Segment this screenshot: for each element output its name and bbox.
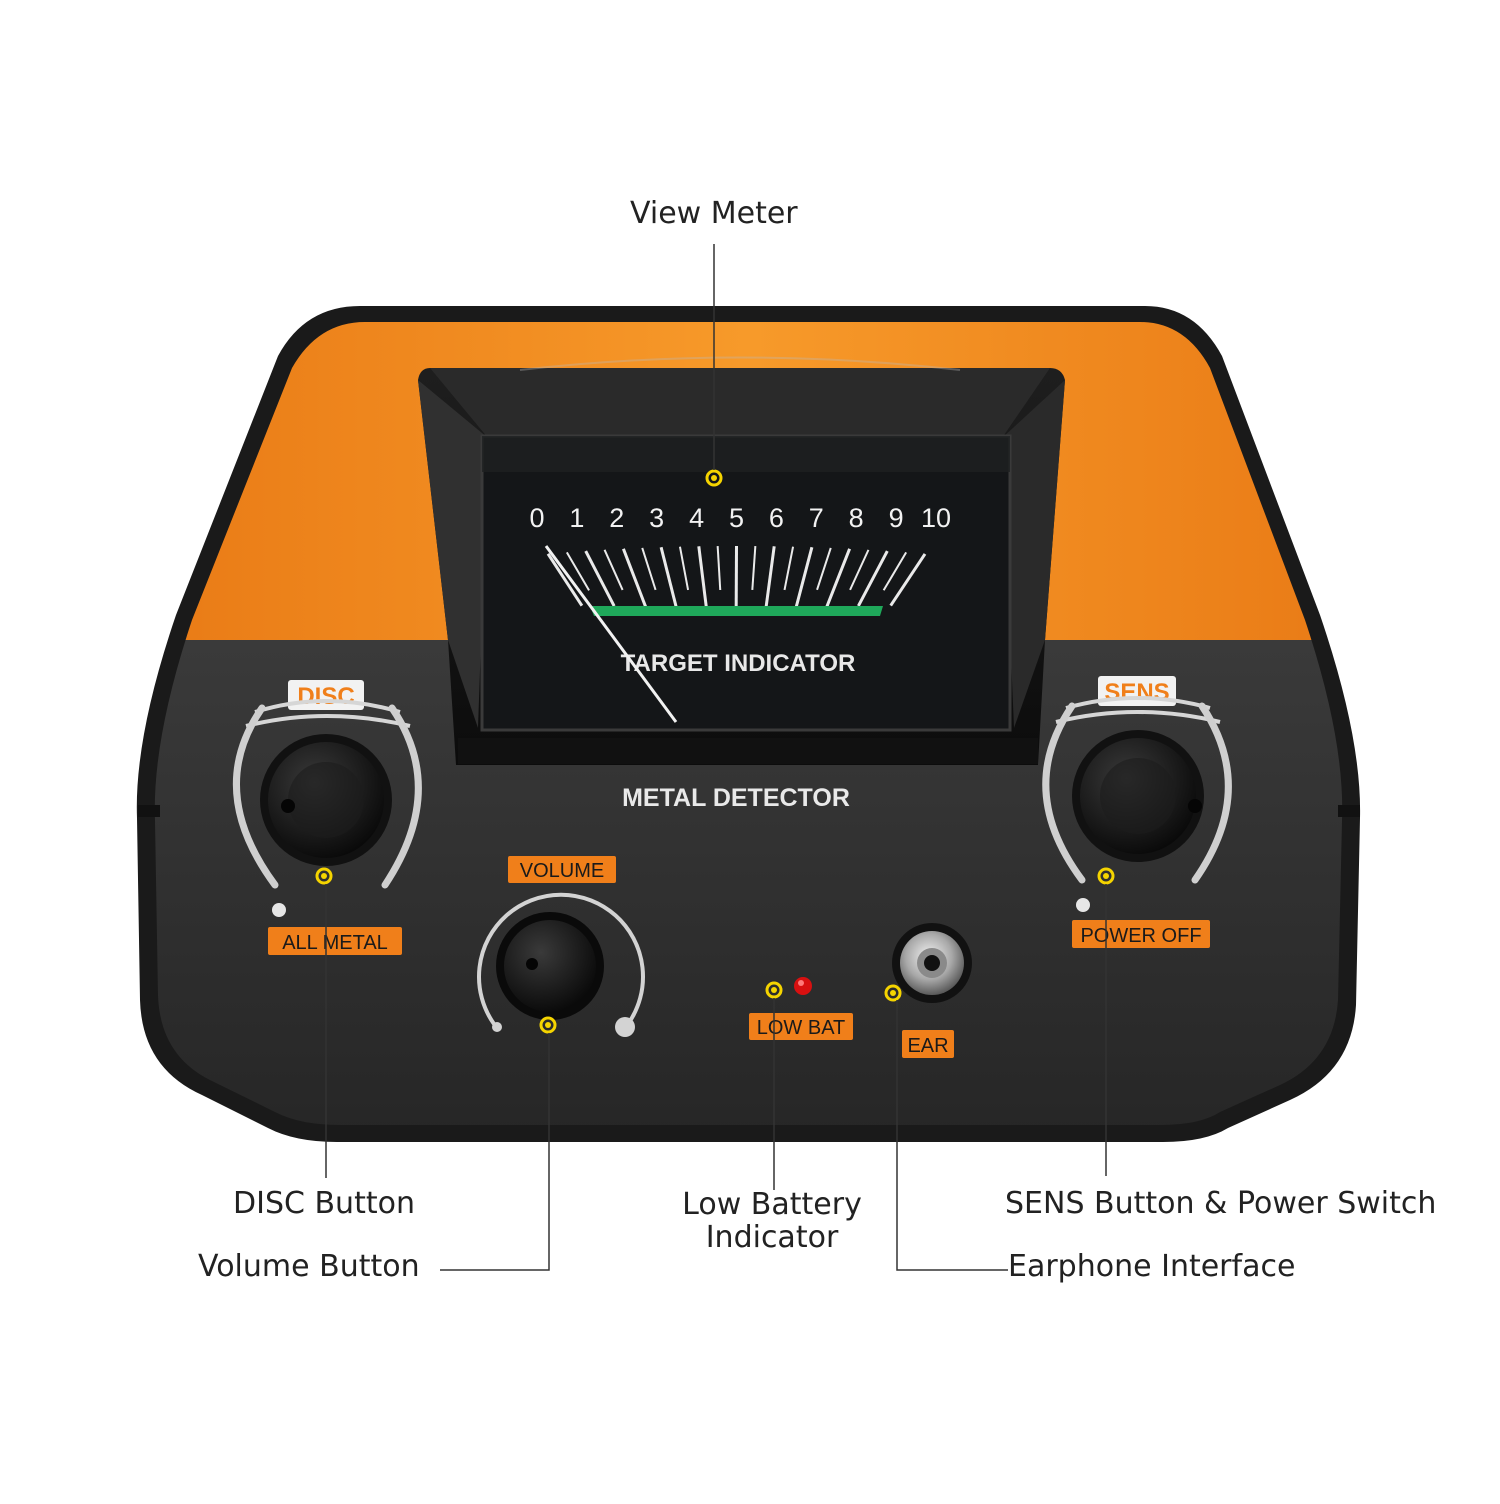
meter-label: TARGET INDICATOR [621, 650, 856, 677]
brand-text: METAL DETECTOR [622, 784, 850, 812]
meter-number-10: 10 [921, 503, 951, 533]
meter-number-9: 9 [889, 503, 904, 533]
callout-low-battery: Low Battery Indicator [672, 1188, 872, 1254]
volume-label: VOLUME [520, 860, 604, 882]
meter-number-7: 7 [809, 503, 824, 533]
meter-green-band [590, 606, 883, 616]
meter-number-8: 8 [849, 503, 864, 533]
low-bat-label: LOW BAT [757, 1017, 846, 1039]
callout-earphone: Earphone Interface [1008, 1249, 1295, 1284]
meter-number-1: 1 [569, 503, 584, 533]
ear-label: EAR [907, 1035, 948, 1057]
meter-number-4: 4 [689, 503, 704, 533]
power-off-label: POWER OFF [1080, 925, 1201, 947]
callout-low-battery-line1: Low Battery [672, 1188, 872, 1221]
callout-view-meter: View Meter [630, 196, 798, 231]
volume-knob[interactable] [504, 920, 596, 1012]
meter-number-2: 2 [609, 503, 624, 533]
meter-number-5: 5 [729, 503, 744, 533]
meter-number-0: 0 [529, 503, 544, 533]
disc-label: DISC [297, 683, 354, 710]
meter-number-6: 6 [769, 503, 784, 533]
callout-disc-button: DISC Button [233, 1186, 415, 1221]
callout-low-battery-line2: Indicator [672, 1221, 872, 1254]
meter-number-3: 3 [649, 503, 664, 533]
all-metal-label: ALL METAL [282, 932, 388, 954]
callout-volume-button: Volume Button [198, 1249, 420, 1284]
callout-sens-button: SENS Button & Power Switch [1005, 1186, 1436, 1221]
sens-label: SENS [1104, 679, 1169, 706]
low-bat-led [794, 977, 812, 995]
